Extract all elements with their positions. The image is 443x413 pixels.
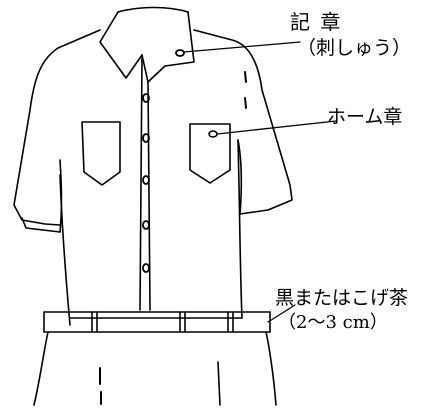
home-emblem-mark [208, 130, 218, 138]
pockets [81, 121, 231, 186]
buttons [142, 93, 150, 273]
trousers [33, 331, 277, 406]
emblem-mark [175, 49, 185, 57]
shirt-body [13, 29, 293, 326]
belt-size-label: （2～3 cm） [278, 312, 388, 333]
belt [43, 311, 271, 333]
button [142, 133, 150, 143]
collar [99, 6, 195, 83]
right-pocket [189, 123, 231, 184]
button [142, 93, 150, 103]
belt-label: 黒またはこげ茶 [275, 287, 409, 309]
button [142, 220, 150, 230]
emblem-sublabel: （刺しゅう） [297, 37, 412, 59]
button [142, 175, 150, 185]
button [142, 263, 150, 273]
home-emblem-label: ホーム章 [327, 106, 403, 128]
leader-lines [183, 41, 337, 323]
left-pocket [81, 121, 121, 186]
emblem-label: 記 章 [290, 10, 343, 34]
